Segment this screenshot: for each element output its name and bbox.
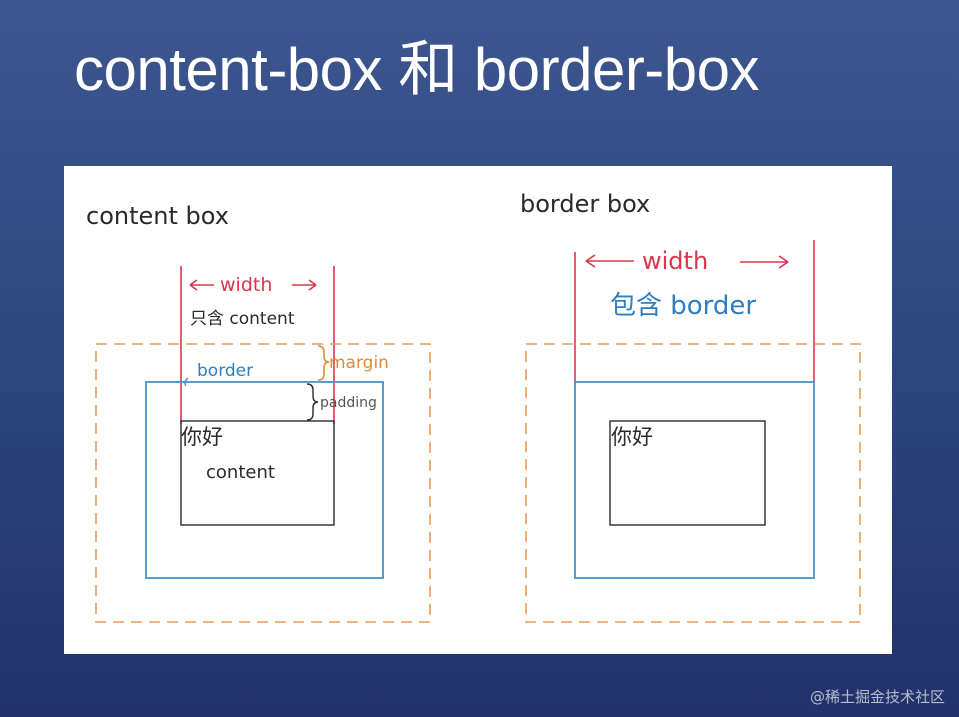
- content-area: [180, 420, 335, 526]
- content-box-diagram: content box width 只含 content border marg…: [86, 202, 431, 623]
- border-content-area: [609, 420, 766, 526]
- content-width-arrow-right: [292, 279, 317, 291]
- diagram-panel: content box width 只含 content border marg…: [64, 166, 892, 654]
- border-width-arrow-right: [740, 255, 789, 269]
- margin-label: margin: [329, 353, 389, 373]
- content-width-label: width: [220, 274, 272, 296]
- border-label: border: [197, 361, 253, 381]
- padding-brace-icon: [306, 383, 319, 421]
- content-box-heading: content box: [86, 202, 229, 230]
- border-margin-edge: [525, 343, 861, 623]
- content-margin-edge: [95, 343, 431, 623]
- border-hello-text: 你好: [611, 425, 653, 449]
- border-width-note: 包含 border: [610, 291, 756, 321]
- content-width-arrow-left: [189, 279, 214, 291]
- watermark: @稀土掘金技术社区: [809, 688, 945, 706]
- padding-label: padding: [320, 395, 377, 411]
- content-hello-text: 你好: [181, 425, 223, 449]
- slide-title: content-box 和 border-box: [74, 36, 760, 103]
- border-width-arrow-left: [585, 254, 634, 268]
- border-box-heading: border box: [520, 190, 650, 218]
- border-border-edge: [574, 381, 815, 579]
- border-pointer-icon: [184, 377, 189, 387]
- content-label: content: [206, 462, 275, 483]
- margin-brace-icon: [317, 345, 330, 381]
- border-box-diagram: border box width 包含 border 你好: [520, 190, 861, 623]
- border-width-label: width: [642, 247, 708, 275]
- content-width-note: 只含 content: [190, 309, 295, 329]
- box-model-diagram: content box width 只含 content border marg…: [86, 190, 861, 623]
- content-border-edge: [145, 381, 384, 579]
